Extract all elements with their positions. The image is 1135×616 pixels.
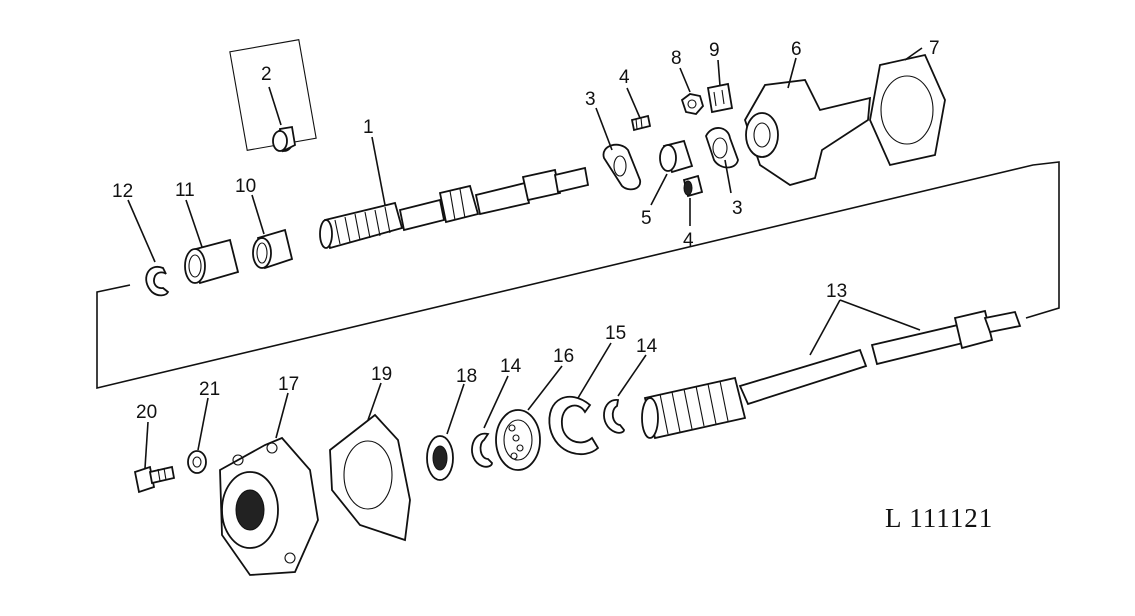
callout-2: 2 (261, 64, 272, 85)
callout-20: 20 (136, 402, 157, 423)
callout-3-left: 3 (585, 89, 596, 110)
callout-13: 13 (826, 281, 847, 302)
bushing-part-2 (272, 125, 296, 153)
callout-1: 1 (363, 117, 374, 138)
callout-4-bottom: 4 (683, 230, 694, 251)
callout-6: 6 (791, 39, 802, 60)
reference-code: L 111121 (885, 503, 993, 533)
callout-5: 5 (641, 208, 652, 229)
housing-part-6 (744, 79, 872, 186)
oil-seal-part-18 (426, 435, 454, 481)
callout-12: 12 (112, 181, 133, 202)
nut-part-8 (680, 93, 705, 115)
snap-ring-part-14-left (471, 432, 493, 468)
bolt-part-20 (133, 465, 176, 494)
callout-labels: 1 2 3 3 4 4 5 6 7 8 9 10 11 12 13 14 14 … (112, 38, 940, 423)
inset-box (229, 39, 317, 151)
callout-9: 9 (709, 40, 720, 61)
washer-part-21 (187, 450, 207, 474)
callout-4-top: 4 (619, 67, 630, 88)
callout-8: 8 (671, 48, 682, 69)
needle-bearing-part-11 (184, 238, 240, 285)
callout-21: 21 (199, 379, 220, 400)
callout-10: 10 (235, 176, 256, 197)
callout-14-left: 14 (500, 356, 522, 377)
input-shaft-part-1 (319, 166, 590, 250)
bearing-housing-part-17 (219, 436, 319, 576)
callout-18: 18 (456, 366, 477, 387)
clip-part-9 (706, 82, 734, 114)
callout-17: 17 (278, 374, 299, 395)
snap-ring-part-14-right (603, 399, 625, 434)
screw-part-4-top (630, 114, 652, 132)
bearing-part-5 (659, 139, 694, 174)
callout-14-right: 14 (636, 336, 658, 357)
callout-15: 15 (605, 323, 626, 344)
group-bracket-line (96, 161, 1060, 390)
snap-ring-part-12 (145, 265, 170, 297)
gasket-part-19 (329, 413, 411, 542)
callout-3-right: 3 (732, 198, 743, 219)
seal-plate-part-3-right (705, 127, 739, 169)
snap-ring-part-15 (548, 395, 600, 456)
callout-16: 16 (553, 346, 574, 367)
output-shaft-part-13 (641, 309, 1022, 440)
seal-plate-part-3-left (602, 143, 641, 191)
screw-part-4-bottom (682, 174, 704, 198)
callout-19: 19 (371, 364, 392, 385)
ball-bearing-part-16 (495, 409, 541, 471)
callout-7: 7 (929, 38, 940, 59)
callout-11: 11 (175, 180, 195, 201)
gasket-part-7 (869, 53, 946, 167)
bushing-part-10 (252, 228, 294, 270)
leader-lines (127, 47, 923, 469)
